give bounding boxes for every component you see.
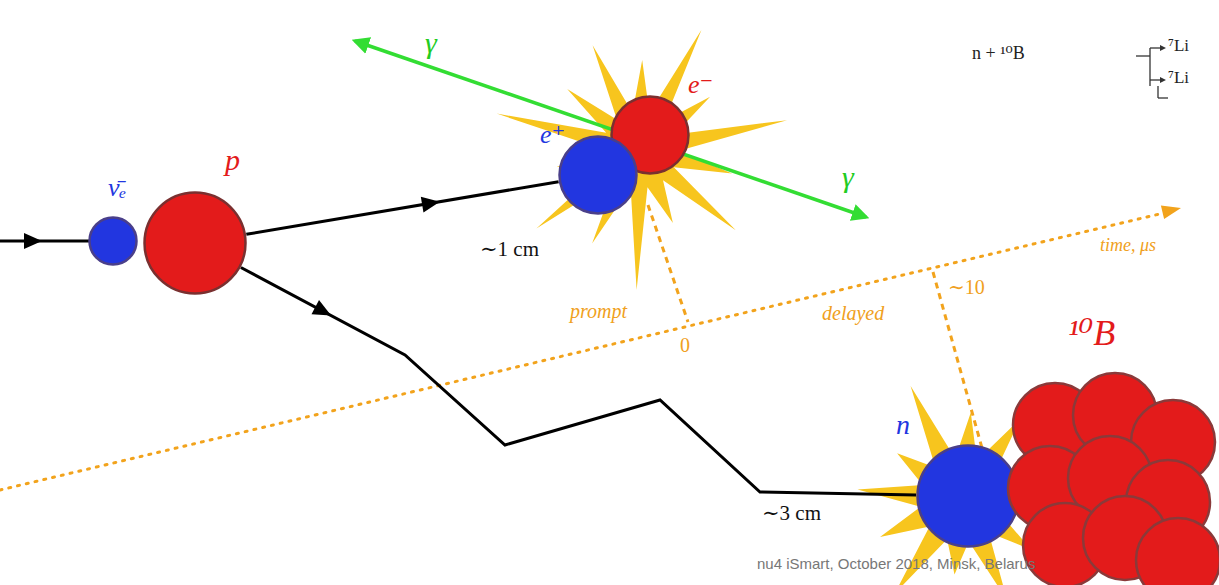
reaction-product: ⁷Li: [1168, 37, 1189, 56]
particle-shape: [558, 135, 638, 215]
particle-disc: [90, 218, 137, 265]
time-axis-arrowhead: [1161, 205, 1181, 219]
particle-shape: [1010, 370, 1219, 585]
particle-shape: [143, 191, 247, 295]
antineutrino-circle: ν̄ₑ: [88, 216, 138, 266]
nucleon: [1136, 518, 1219, 585]
axis-label: time, μs: [1100, 236, 1156, 256]
gamma-rays: [355, 41, 866, 217]
reaction-text: n + ¹⁰B: [972, 44, 1025, 64]
delayed-marker: [933, 272, 982, 448]
distance-label: ∼1 cm: [480, 238, 539, 261]
particle-disc: [560, 137, 637, 214]
delayed-label: delayed: [822, 302, 884, 324]
particle-disc: [612, 97, 689, 174]
particle-label: n: [896, 410, 910, 441]
particle-track: [241, 268, 916, 496]
neutron-circle: n: [916, 444, 1020, 548]
particle-label: e⁻: [688, 71, 713, 100]
gamma-label: γ: [842, 160, 854, 193]
connector-arrowhead: [312, 300, 332, 316]
prompt-label: prompt: [570, 300, 627, 322]
gamma-label: γ: [425, 26, 437, 59]
particle-disc: [145, 193, 246, 294]
particle-disc: [918, 446, 1019, 547]
particle-shape: [916, 444, 1020, 548]
prompt-marker: [648, 205, 688, 322]
incoming-track: [0, 240, 90, 243]
particle-shape: [88, 216, 138, 266]
track-line: [246, 182, 558, 235]
particle-label: ¹⁰B: [1068, 314, 1115, 354]
particle-label: p: [225, 143, 240, 176]
track-line: [241, 268, 916, 496]
particle-label: e⁺: [540, 121, 565, 150]
proton-circle: p: [143, 191, 247, 295]
time-zero: 0: [680, 334, 690, 356]
time-delay: ∼10: [948, 276, 985, 298]
reaction-bracket: [1136, 48, 1168, 98]
boron-nucleus: ¹⁰B: [1010, 370, 1219, 585]
reaction-product: ⁷Li: [1168, 69, 1189, 88]
particle-label: ν̄ₑ: [108, 174, 126, 203]
incoming-arrowhead: [24, 233, 42, 249]
watermark: nu4 iSmart, October 2018, Minsk, Belarus: [757, 556, 1035, 573]
flash-burst: [497, 30, 787, 290]
positron-circle: e⁺: [558, 135, 638, 215]
distance-label: ∼3 cm: [762, 502, 821, 525]
flash-bursts: [497, 30, 1082, 585]
particle-track: [246, 182, 558, 235]
connector-arrowhead: [421, 197, 440, 213]
reaction-arrowheads: [1160, 45, 1166, 83]
